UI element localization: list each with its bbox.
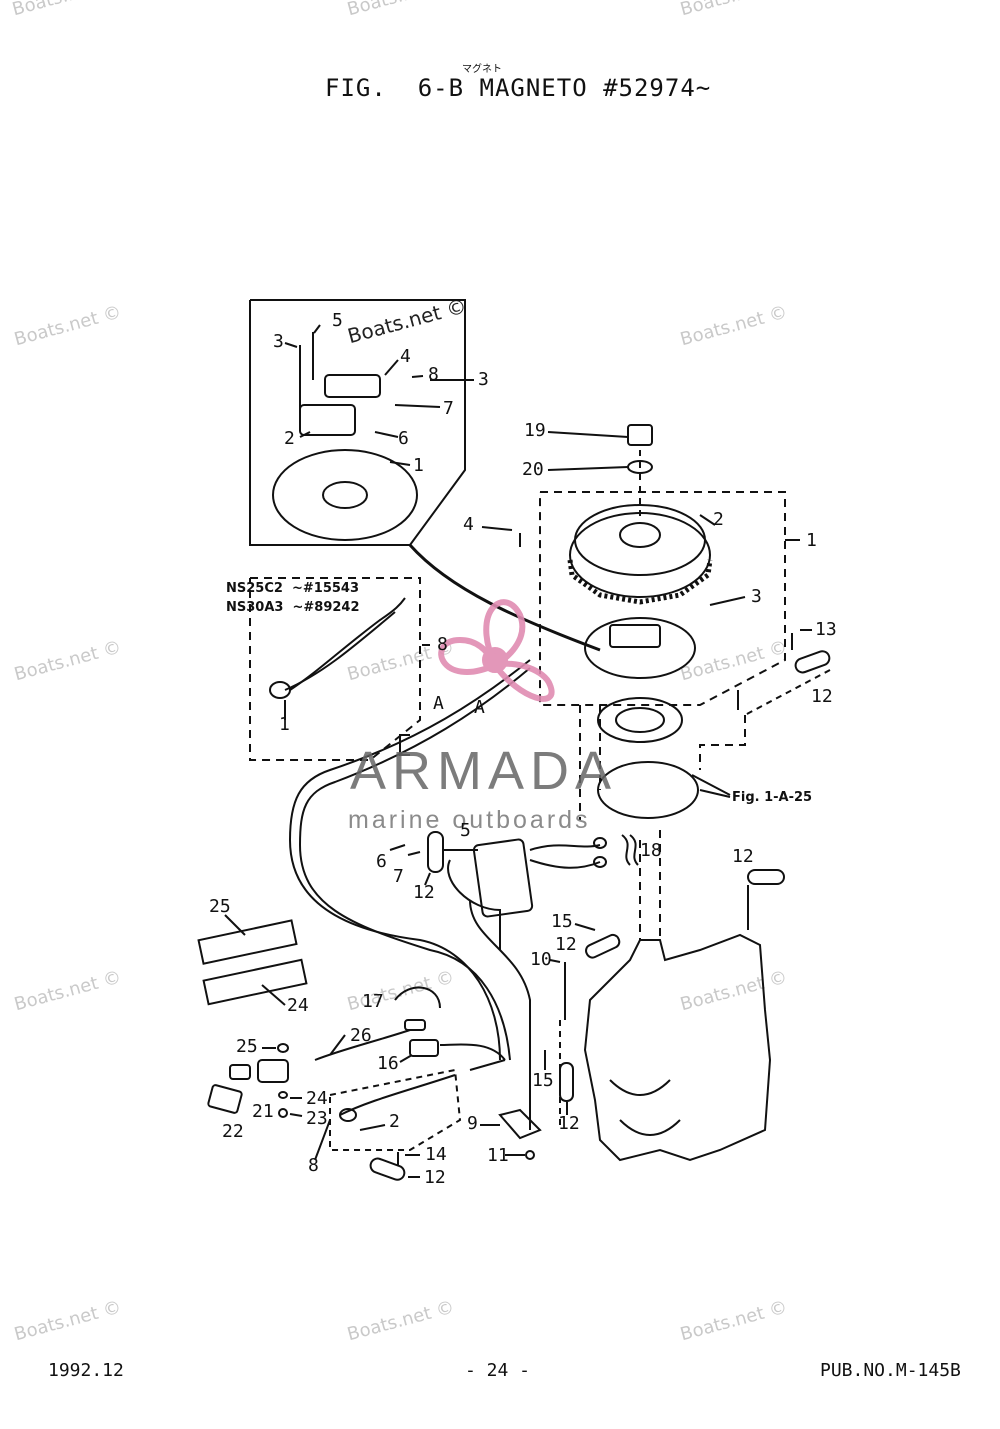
callout-13: 13: [815, 619, 837, 640]
callout-11: 11: [487, 1145, 509, 1166]
callout-15b: 15: [532, 1070, 554, 1091]
callout-20: 20: [522, 459, 544, 480]
callout-8: 8: [428, 364, 439, 385]
inset-model-1: NS25C2 ~#15543: [226, 581, 359, 596]
callout-3b: 3: [478, 369, 489, 390]
callout-12f: 12: [424, 1167, 446, 1188]
callout-22: 22: [222, 1121, 244, 1142]
stator-plate: [272, 449, 418, 541]
ignition-module: [472, 838, 534, 918]
charge-coil: [299, 404, 356, 436]
callout-7b: 7: [393, 866, 404, 887]
callout-15: 15: [551, 911, 573, 932]
callout-6: 6: [398, 428, 409, 449]
callout-8b: 8: [437, 634, 448, 655]
callout-23: 23: [306, 1108, 328, 1129]
callout-a2: A: [474, 697, 485, 718]
callout-4b: 4: [463, 514, 474, 535]
brand-subtitle: marine outboards: [348, 806, 591, 834]
callout-8c: 8: [308, 1155, 319, 1176]
stator-ring: [597, 697, 683, 743]
callout-5b: 5: [460, 820, 471, 841]
footer-date: 1992.12: [48, 1360, 124, 1381]
callout-10: 10: [530, 949, 552, 970]
callout-25b: 25: [236, 1036, 258, 1057]
callout-21: 21: [252, 1101, 274, 1122]
sensor-21: [257, 1059, 289, 1083]
flywheel: [569, 512, 711, 598]
brand-armada: ARMADA: [350, 741, 618, 801]
callout-12b: 12: [413, 882, 435, 903]
harness-25: [197, 919, 298, 965]
callout-24b: 24: [306, 1088, 328, 1109]
inset-dashed-box: [249, 577, 421, 761]
flywheel-nut: [627, 424, 653, 446]
callout-1: 1: [413, 455, 424, 476]
callout-12c: 12: [732, 846, 754, 867]
mounting-ring: [597, 761, 699, 819]
footer-page-number: - 24 -: [465, 1360, 531, 1381]
callout-12d: 12: [555, 934, 577, 955]
exciter-coil: [324, 374, 381, 398]
flywheel-dashed-group: [539, 491, 786, 706]
callout-6b: 6: [376, 851, 387, 872]
armada-logo-mark: [438, 599, 555, 702]
footer-publication-number: PUB.NO.M-145B: [820, 1360, 961, 1381]
callout-12: 12: [811, 686, 833, 707]
callout-19: 19: [524, 420, 546, 441]
callout-1c: 1: [279, 714, 290, 735]
callout-2: 2: [284, 428, 295, 449]
inset-box: [249, 299, 466, 546]
callout-16: 16: [377, 1053, 399, 1074]
callout-3c: 3: [751, 586, 762, 607]
callout-9: 9: [467, 1113, 478, 1134]
callout-4: 4: [400, 346, 411, 367]
callout-14: 14: [425, 1144, 447, 1165]
callout-26: 26: [350, 1025, 372, 1046]
callout-12e: 12: [558, 1113, 580, 1134]
harness-24: [202, 958, 308, 1006]
title-ruby: マグネト: [462, 64, 502, 75]
callout-18: 18: [640, 840, 662, 861]
callout-25: 25: [209, 896, 231, 917]
fig-ref: Fig. 1-A-25: [732, 790, 813, 805]
callout-3: 3: [273, 331, 284, 352]
callout-2b: 2: [713, 509, 724, 530]
stator: [584, 617, 696, 679]
callout-17: 17: [362, 991, 384, 1012]
inset-model-2: NS30A3 ~#89242: [226, 600, 360, 615]
callout-a1: A: [433, 693, 444, 714]
callout-5: 5: [332, 310, 343, 331]
callout-2c: 2: [389, 1111, 400, 1132]
callout-1b: 1: [806, 530, 817, 551]
callout-7: 7: [443, 398, 454, 419]
powerhead: [583, 933, 772, 1162]
bracket-22: [207, 1084, 243, 1114]
callout-24: 24: [287, 995, 309, 1016]
page-title: FIG. 6-B MAGNETO #52974~: [325, 74, 712, 102]
